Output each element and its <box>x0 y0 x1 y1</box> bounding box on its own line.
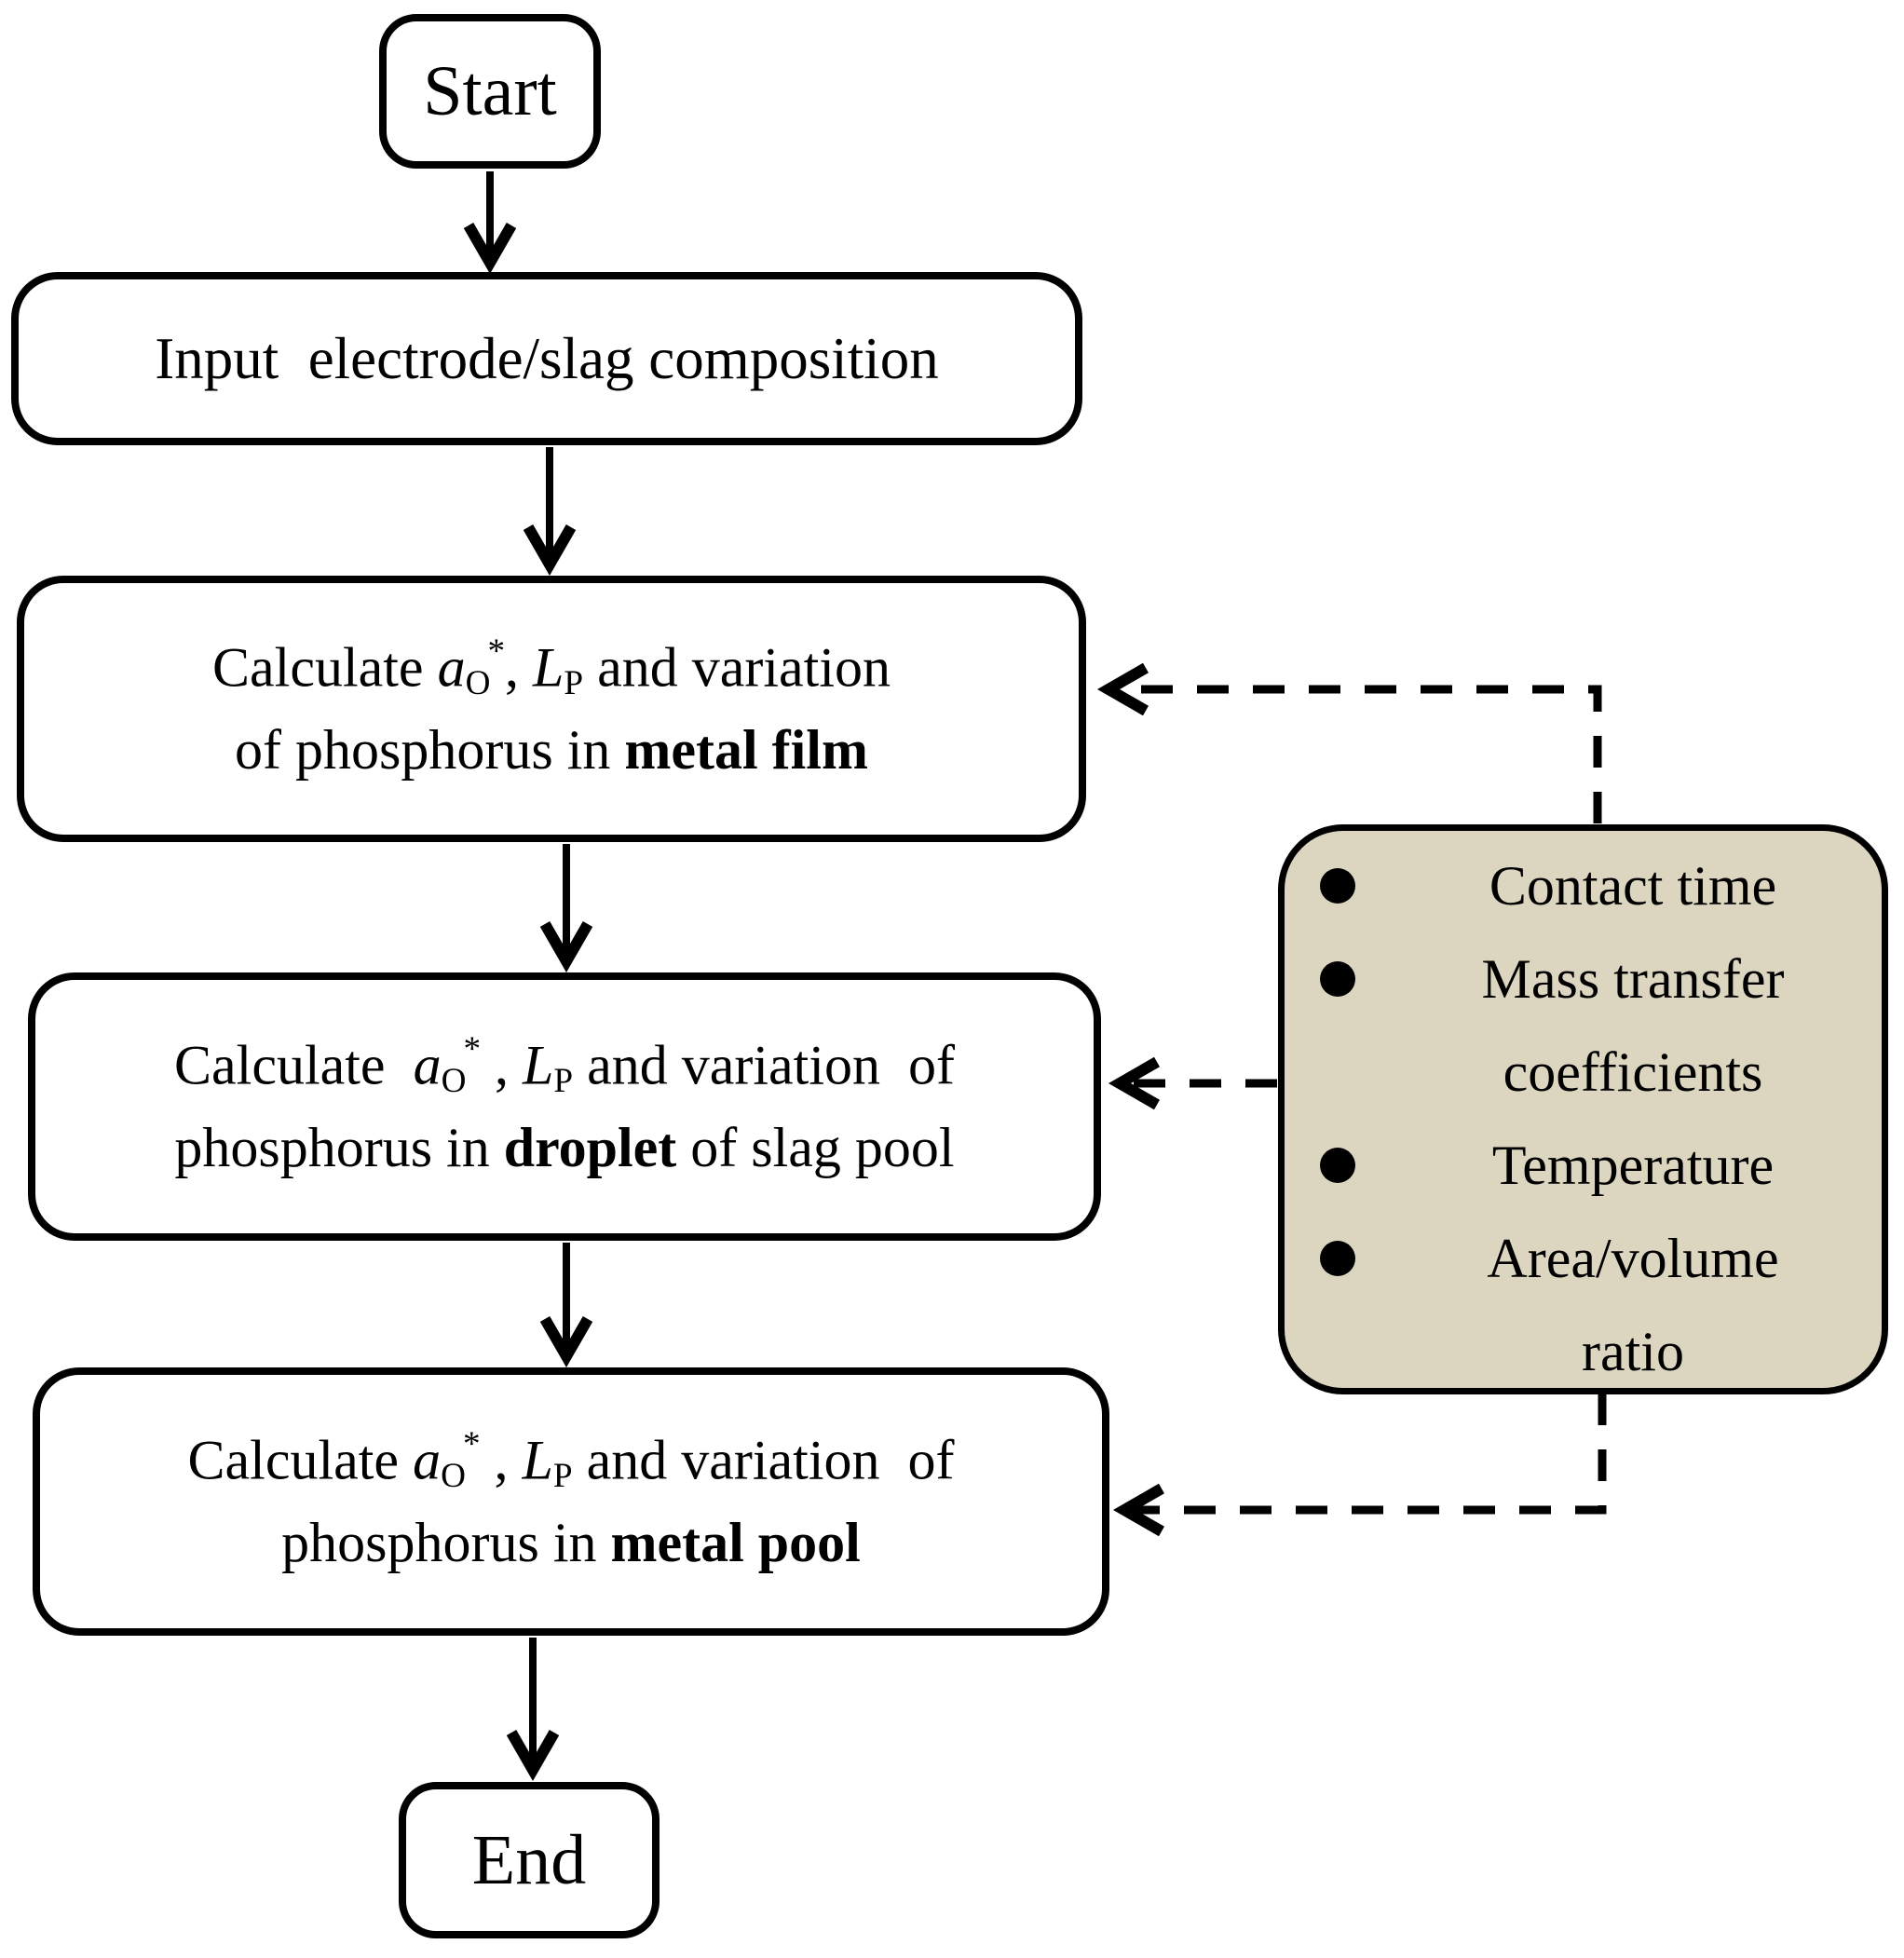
parameters-panel: Contact time Mass transfer coefficients … <box>1278 824 1888 1394</box>
start-label: Start <box>423 51 557 130</box>
start-node: Start <box>379 14 601 169</box>
panel-item-label: Mass transfer coefficients <box>1481 948 1785 1103</box>
bullet-icon <box>1320 1241 1355 1276</box>
panel-item-label: Area/volume ratio <box>1487 1228 1779 1382</box>
panel-item-label: Temperature <box>1491 1135 1775 1196</box>
bullet-icon <box>1320 868 1355 904</box>
dashed-arrow-panel-to-calc-metal-film <box>1096 662 1602 823</box>
panel-item-contact-time: Contact time <box>1320 839 1863 932</box>
input-label: Input electrode/slag composition <box>155 325 939 391</box>
end-label: End <box>471 1820 587 1899</box>
panel-item-label: Contact time <box>1489 855 1777 917</box>
panel-item-temperature: Temperature <box>1320 1119 1863 1212</box>
end-node: End <box>399 1782 660 1938</box>
panel-item-mass-transfer: Mass transfer coefficients <box>1320 932 1863 1119</box>
input-node: Input electrode/slag composition <box>11 272 1082 445</box>
bullet-icon <box>1320 961 1355 997</box>
bullet-icon <box>1320 1148 1355 1183</box>
dashed-arrow-panel-to-calc-metal-pool <box>1112 1394 1607 1537</box>
panel-item-area-volume-ratio: Area/volume ratio <box>1320 1212 1863 1398</box>
